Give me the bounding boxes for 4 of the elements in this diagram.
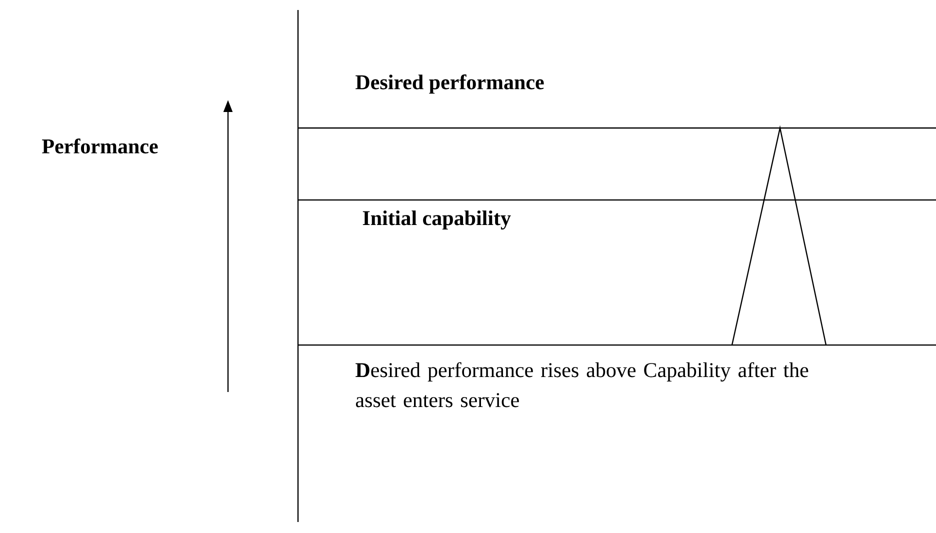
label-text: Performance <box>42 138 158 154</box>
label-text: Initial capability <box>362 210 511 230</box>
label-text: Desired performance <box>356 74 544 94</box>
label-text: Desired performance rises above Capability after the asset enters service <box>356 362 808 408</box>
